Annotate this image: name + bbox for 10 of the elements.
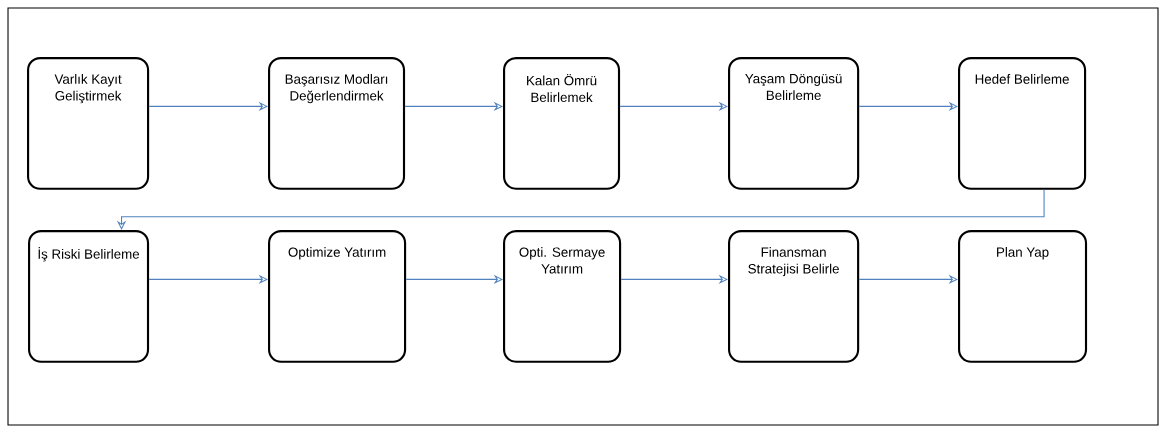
process-box: Hedef Belirleme: [958, 57, 1087, 190]
process-box: Plan Yap: [958, 230, 1088, 363]
process-box: Opti. Sermaye Yatırım: [503, 230, 622, 363]
process-box: Kalan Ömrü Belirlemek: [503, 57, 621, 190]
process-box: Başarısız Modları Değerlendirmek: [268, 57, 406, 190]
process-box: Yaşam Döngüsü Belirleme: [728, 57, 860, 190]
process-box: İş Riski Belirleme: [28, 230, 150, 363]
process-box: Optimize Yatırım: [268, 230, 407, 363]
process-box: Varlık Kayıt Geliştirmek: [27, 57, 150, 190]
process-box: Finansman Stratejisi Belirle: [728, 230, 860, 363]
